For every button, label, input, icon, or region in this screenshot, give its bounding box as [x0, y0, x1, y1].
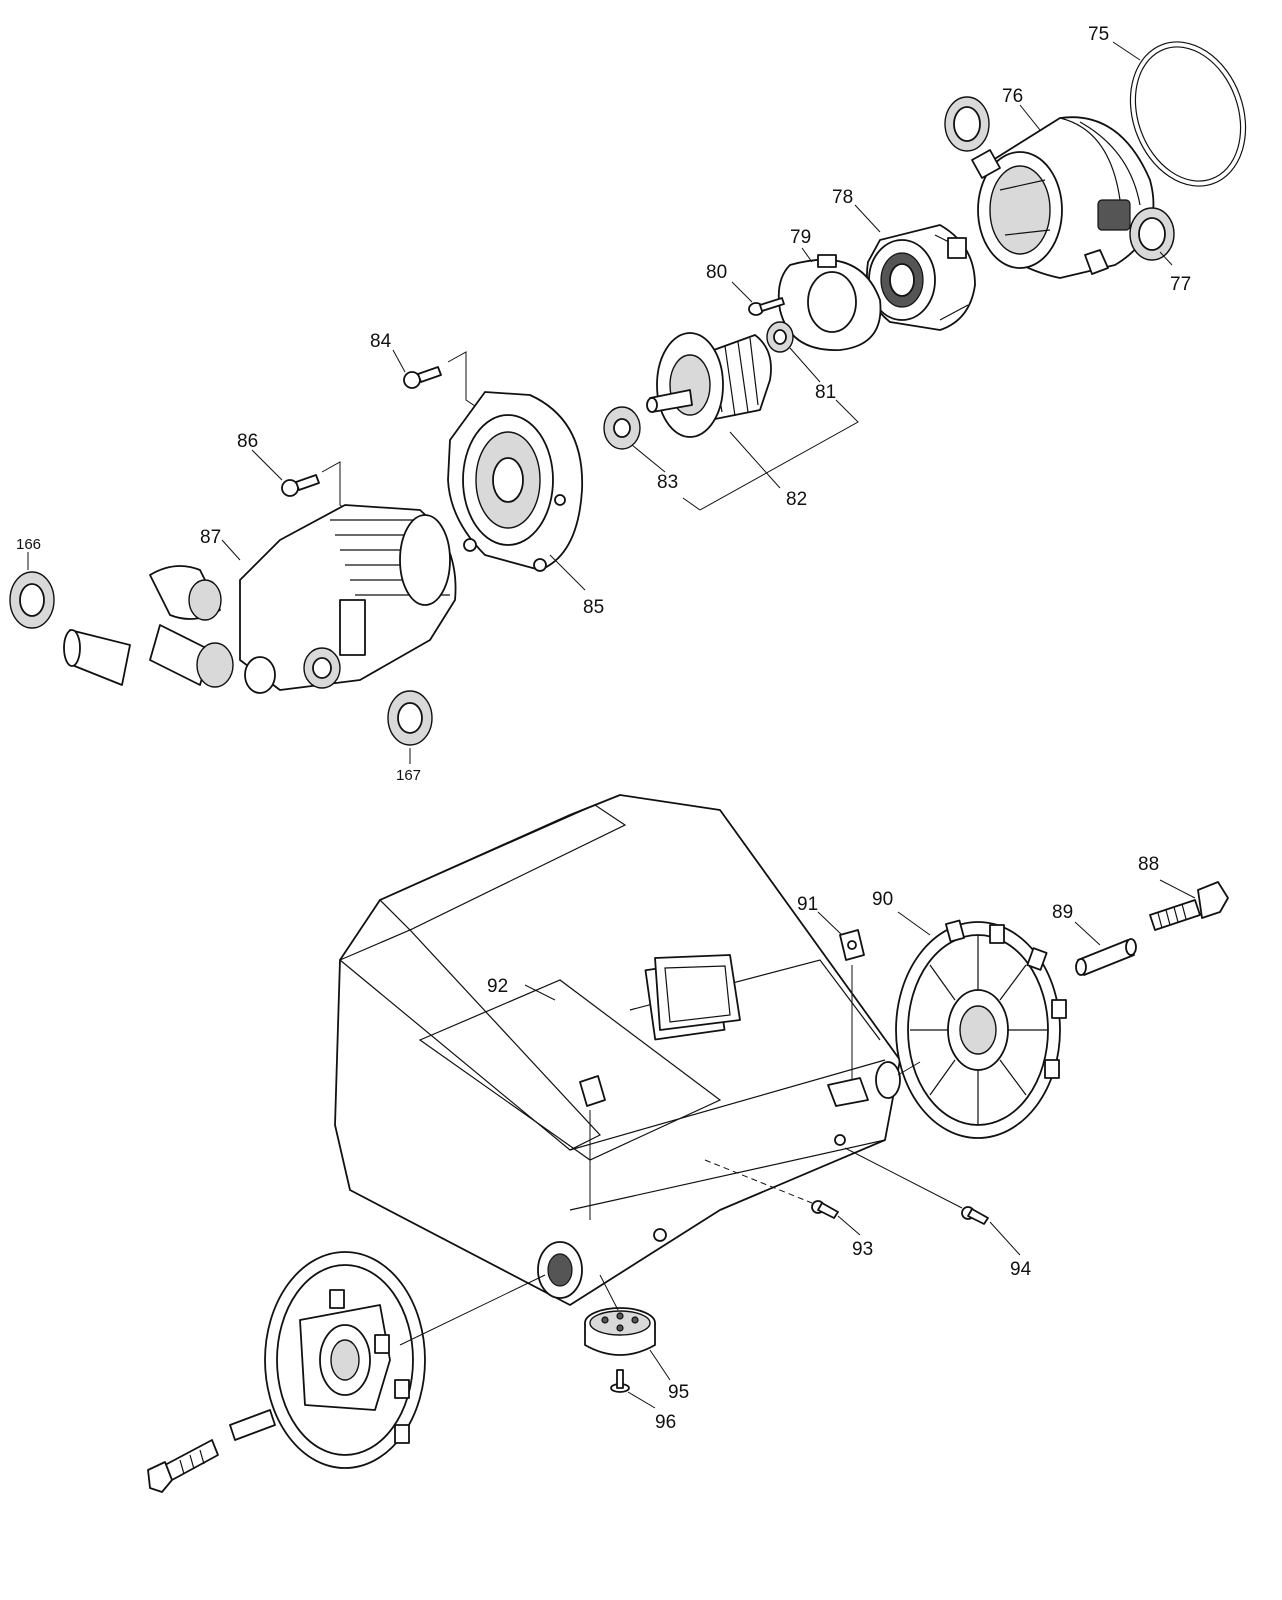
label-79: 79 [790, 227, 811, 248]
label-78: 78 [832, 187, 853, 208]
label-94: 94 [1010, 1259, 1032, 1280]
part-76-motor-housing [971, 116, 1155, 279]
seal-ring [944, 96, 990, 152]
left-pin [229, 1409, 276, 1441]
left-bolt [147, 1439, 219, 1493]
part-86-screw [281, 474, 320, 497]
part-94-screw [961, 1206, 989, 1225]
part-88-bolt [1149, 881, 1229, 931]
leaders-upper [27, 41, 1173, 764]
label-167: 167 [396, 767, 421, 784]
part-83-bearing [603, 406, 641, 450]
part-82-rotor [646, 332, 772, 438]
label-86: 86 [237, 431, 258, 452]
wheel-left [264, 1251, 426, 1469]
part-77-seal [1129, 207, 1175, 261]
label-84: 84 [370, 331, 392, 352]
part-91-square-nut [839, 929, 865, 961]
label-93: 93 [852, 1239, 873, 1260]
part-90-wheel [895, 919, 1067, 1139]
label-90: 90 [872, 889, 893, 910]
part-79-plate [777, 254, 882, 351]
part-78-stator [866, 224, 976, 331]
label-76: 76 [1002, 86, 1023, 107]
part-87-pump [149, 504, 457, 694]
label-80: 80 [706, 262, 727, 283]
part-93-screw [811, 1200, 839, 1219]
part-80-screw [748, 297, 785, 316]
label-95: 95 [668, 1382, 689, 1403]
leader-95-up [599, 1274, 619, 1311]
nut-on-frame [579, 1075, 606, 1107]
label-96: 96 [655, 1412, 676, 1433]
leaders-lower [524, 879, 1196, 1409]
hose-tube [63, 629, 131, 686]
label-82: 82 [786, 489, 807, 510]
leader-94 [844, 1147, 963, 1209]
part-81-bearing [766, 321, 794, 353]
label-92: 92 [487, 976, 508, 997]
bracket-83-82-81 [699, 399, 859, 511]
part-167-seal [387, 690, 433, 746]
label-87: 87 [200, 527, 221, 548]
frame-wheel-hub [537, 1061, 901, 1299]
part-84-screw [403, 366, 442, 389]
part-95-foot [584, 1307, 656, 1356]
part-85-flange [447, 391, 583, 572]
leader-left-axle [399, 1274, 546, 1346]
leader-right-axle [897, 1061, 921, 1076]
label-75: 75 [1088, 24, 1109, 45]
label-85: 85 [583, 597, 604, 618]
part-166-seal [9, 571, 55, 629]
part-96-screw [610, 1369, 630, 1393]
label-83: 83 [657, 472, 678, 493]
label-166: 166 [16, 536, 41, 553]
part-92-base-frame [334, 794, 901, 1306]
label-91: 91 [797, 894, 818, 915]
part-75-o-ring [1129, 41, 1247, 187]
label-77: 77 [1170, 274, 1191, 295]
label-89: 89 [1052, 902, 1073, 923]
leader-84-85 [447, 351, 479, 409]
label-88: 88 [1138, 854, 1159, 875]
part-89-pin [1075, 938, 1137, 976]
label-81: 81 [815, 382, 836, 403]
bracket-83-tick [682, 497, 701, 511]
